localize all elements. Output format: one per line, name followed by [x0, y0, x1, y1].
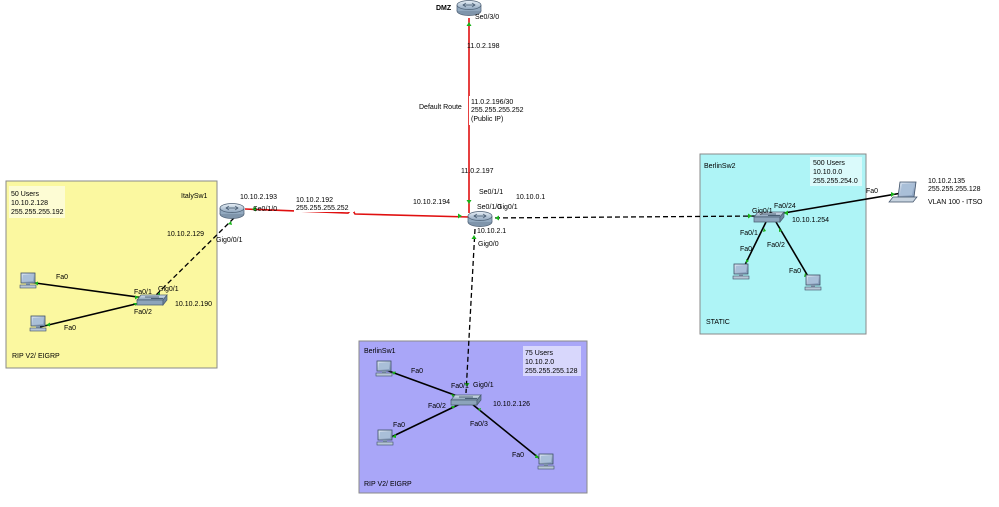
default-route-info: 11.0.2.196/30 255.255.255.252 (Public IP…: [469, 96, 527, 125]
label-italy-sw-p1: Fa0/1: [134, 289, 152, 296]
label-berlin2-pc1-port: Fa0: [740, 246, 752, 253]
berlin1-mask: 255.255.255.128: [525, 368, 578, 375]
labels: Se0/3/0 11.0.2.198 Default Route 11.0.2.…: [56, 14, 983, 459]
italy-pc1[interactable]: [19, 272, 37, 289]
label-berlin2-pc2-port: Fa0: [789, 268, 801, 275]
berlin2-pc2[interactable]: [804, 274, 822, 291]
label-laptop-ip: 10.10.2.135: [928, 178, 965, 185]
label-berlin1-pc2-port: Fa0: [393, 422, 405, 429]
berlin2-protocol-label: STATIC: [706, 319, 730, 326]
label-italy-pc2-port: Fa0: [64, 325, 76, 332]
italy-pc2[interactable]: [29, 315, 47, 332]
label-core-left-ip: 10.10.2.194: [413, 199, 450, 206]
italy-area: ItalySw1 50 Users 10.10.2.128 255.255.25…: [5, 180, 218, 369]
label-berlin2-sw-p24: Fa0/24: [774, 203, 796, 210]
berlin1-network: 10.10.2.0: [525, 359, 554, 366]
berlin1-protocol-label: RIP V2/ EIGRP: [364, 481, 412, 488]
label-italy-router-lan-port: Gig0/0/1: [216, 237, 243, 244]
berlin1-pc1[interactable]: [375, 360, 393, 377]
link-berlin1-switch-pc1[interactable]: [385, 369, 461, 398]
link-italy-switch-pc2[interactable]: [39, 301, 145, 328]
label-laptop-vlan: VLAN 100 - ITSO: [928, 199, 983, 206]
italy-switch[interactable]: [136, 294, 168, 306]
label-italy-sw-ip: 10.10.2.190: [175, 301, 212, 308]
label-default-route: Default Route: [419, 104, 462, 111]
label-core-right-port: Gig0/1: [497, 204, 518, 211]
dmz-router[interactable]: DMZ: [436, 0, 482, 16]
berlin2-info-box: 500 Users 10.10.0.0 255.255.254.0: [810, 157, 862, 186]
label-italy-router-lan-ip: 10.10.2.129: [167, 231, 204, 238]
default-route-mask: 255.255.255.252: [471, 107, 524, 114]
berlin1-pc3[interactable]: [537, 453, 555, 470]
label-berlin1-sw-uplink: Gig0/1: [473, 382, 494, 389]
wan-link-info: 10.10.2.192 255.255.255.252: [294, 194, 354, 212]
label-berlin1-pc1-port: Fa0: [411, 368, 423, 375]
label-berlin2-sw-p1: Fa0/1: [740, 230, 758, 237]
label-dmz-port: Se0/3/0: [475, 14, 499, 21]
berlin1-area: BerlinSw1 75 Users 10.10.2.0 255.255.255…: [358, 340, 588, 494]
laptop[interactable]: [888, 181, 918, 203]
italy-protocol-label: RIP V2/ EIGRP: [12, 353, 60, 360]
italy-area-title: ItalySw1: [181, 193, 208, 200]
berlin2-area: BerlinSw2 500 Users 10.10.0.0 255.255.25…: [699, 153, 867, 335]
berlin2-users: 500 Users: [813, 160, 845, 167]
core-router[interactable]: [467, 211, 493, 227]
link-berlin2-switch-laptop[interactable]: [777, 192, 903, 215]
label-core-down-port: Gig0/0: [478, 241, 499, 248]
label-berlin2-sw-uplink: Gig0/1: [752, 208, 773, 215]
wan-link-net: 10.10.2.192: [296, 197, 333, 204]
label-italy-sw-p2: Fa0/2: [134, 309, 152, 316]
label-italy-sw-uplink: Gig0/1: [158, 286, 179, 293]
link-core-berlin2-switch[interactable]: [486, 215, 761, 219]
berlin1-pc2[interactable]: [376, 429, 394, 446]
link-berlin1-switch-pc2[interactable]: [384, 403, 461, 441]
italy-network: 10.10.2.128: [11, 200, 48, 207]
wan-link-mask: 255.255.255.252: [296, 205, 349, 212]
italy-router[interactable]: [219, 203, 245, 219]
label-berlin2-sw-ip: 10.10.1.254: [792, 217, 829, 224]
label-core-left-port: Se0/1/0: [477, 204, 501, 211]
label-berlin1-pc3-port: Fa0: [512, 452, 524, 459]
link-italy-router-switch[interactable]: [153, 217, 235, 298]
label-core-uplink-ip: 11.0.2.197: [461, 168, 494, 175]
link-italy-switch-pc1[interactable]: [27, 281, 146, 299]
label-core-right-ip: 10.10.0.1: [516, 194, 545, 201]
berlin2-area-title: BerlinSw2: [704, 163, 736, 170]
label-dmz-ip: 11.0.2.198: [467, 43, 500, 50]
label-berlin2-sw-p2: Fa0/2: [767, 242, 785, 249]
berlin1-switch[interactable]: [450, 394, 482, 406]
label-berlin1-sw-p3: Fa0/3: [470, 421, 488, 428]
label-core-down-ip: 10.10.2.1: [477, 228, 506, 235]
italy-info-box: 50 Users 10.10.2.128 255.255.255.192: [9, 186, 65, 218]
label-core-uplink-port: Se0/1/1: [479, 189, 503, 196]
berlin2-network: 10.10.0.0: [813, 169, 842, 176]
berlin1-info-box: 75 Users 10.10.2.0 255.255.255.128: [523, 346, 581, 376]
label-berlin1-sw-p2: Fa0/2: [428, 403, 446, 410]
default-route-net: 11.0.2.196/30: [471, 99, 513, 106]
italy-users: 50 Users: [11, 191, 40, 198]
berlin1-users: 75 Users: [525, 350, 554, 357]
berlin2-mask: 255.255.254.0: [813, 178, 858, 185]
label-italy-router-port: Se0/1/0: [253, 206, 277, 213]
label-italy-pc1-port: Fa0: [56, 274, 68, 281]
berlin2-pc1[interactable]: [732, 263, 750, 280]
link-berlin2-switch-pc2[interactable]: [775, 221, 813, 284]
label-berlin1-sw-p1: Fa0/1: [451, 383, 469, 390]
label-laptop-mask: 255.255.255.128: [928, 186, 981, 193]
link-core-italy-router[interactable]: [244, 207, 470, 218]
label-berlin1-sw-ip: 10.10.2.126: [493, 401, 530, 408]
italy-mask: 255.255.255.192: [11, 209, 64, 216]
label-italy-router-ip: 10.10.2.193: [240, 194, 277, 201]
label-laptop-port: Fa0: [866, 188, 878, 195]
dmz-router-label: DMZ: [436, 5, 452, 12]
link-berlin1-switch-pc3[interactable]: [471, 403, 546, 464]
default-route-public: (Public IP): [471, 116, 503, 123]
port-markers: [34, 22, 895, 458]
link-core-berlin1-switch[interactable]: [465, 228, 476, 394]
berlin1-area-title: BerlinSw1: [364, 348, 396, 355]
